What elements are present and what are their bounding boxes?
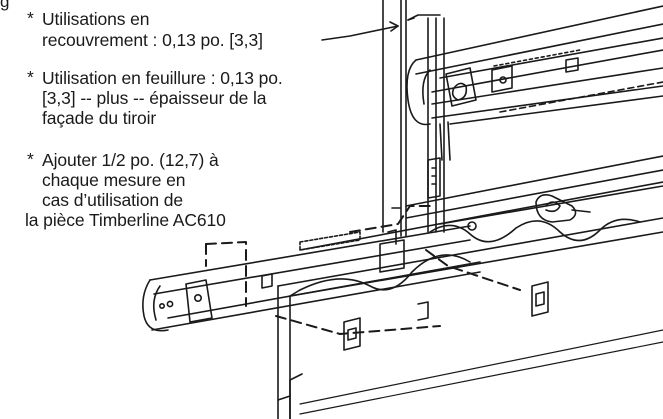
cabinet-side-panel xyxy=(382,0,407,237)
extended-drawer-slide xyxy=(142,225,481,332)
mounting-bracket xyxy=(427,157,441,199)
note-line: cas d’utilisation de xyxy=(42,190,183,210)
note-bullet: * xyxy=(27,67,34,87)
clipped-heading-fragment: g xyxy=(0,0,10,11)
setback-dimension-marker xyxy=(321,14,441,41)
note-line: façade du tiroir xyxy=(42,108,157,128)
note-overlay-use: * Utilisations en recouvrement : 0,13 po… xyxy=(27,8,263,105)
note-line: la pièce Timberline AC610 xyxy=(25,210,226,230)
note-bullet: * xyxy=(27,149,34,169)
note-bullet: * xyxy=(27,8,34,28)
dashed-guide-outlines xyxy=(205,205,521,335)
note-inset-use: * Utilisation en feuillure : 0,13 po. [3… xyxy=(27,67,283,183)
note-line: Ajouter 1/2 po. (12,7) à xyxy=(42,150,219,170)
note-line: Utilisations en xyxy=(42,9,150,29)
upper-slide-rail xyxy=(406,5,663,233)
lower-cabinet-rail xyxy=(299,155,663,251)
note-line: [3,3] -- plus -- épaisseur de la xyxy=(42,88,267,108)
drawer-box-panel xyxy=(277,217,663,419)
note-timberline-accessory: * Ajouter 1/2 po. (12,7) à chaque mesure… xyxy=(25,149,226,284)
note-line: recouvrement : 0,13 po. [3,3] xyxy=(42,30,263,50)
note-line: Utilisation en feuillure : 0,13 po. xyxy=(42,68,283,88)
note-line: chaque mesure en xyxy=(42,170,186,190)
